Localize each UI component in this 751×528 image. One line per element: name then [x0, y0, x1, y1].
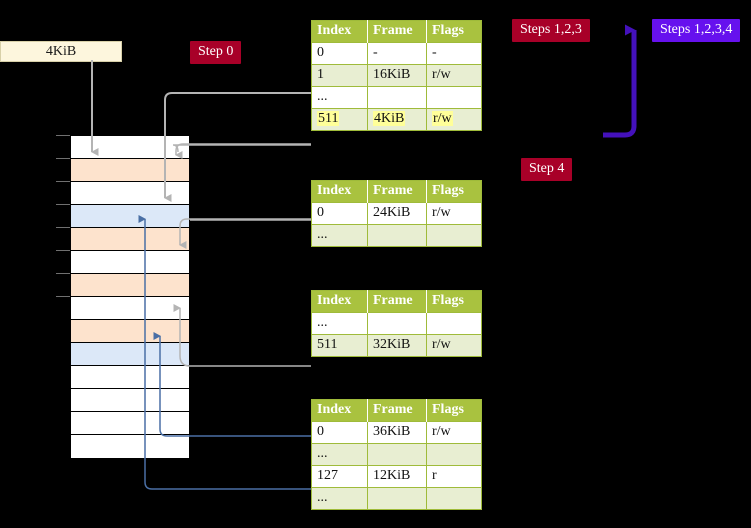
cell-index: 1 — [311, 64, 368, 87]
column-header-flags: Flags — [426, 20, 482, 43]
steps123-badge: Steps 1,2,3 — [512, 19, 590, 42]
memory-frame-6 — [71, 274, 189, 297]
memory-frame-10 — [71, 366, 189, 389]
cell-index: 511 — [311, 334, 368, 357]
cell-frame: 32KiB — [367, 334, 427, 357]
column-header-index: Index — [311, 180, 368, 203]
cell-flags: r/w — [426, 202, 482, 225]
column-header-frame: Frame — [367, 290, 427, 313]
step4-badge: Step 4 — [521, 158, 573, 181]
memory-frame-11 — [71, 389, 189, 412]
column-header-flags: Flags — [426, 180, 482, 203]
table-row: ... — [311, 443, 482, 466]
table-row: ... — [311, 224, 482, 247]
table-row: ... — [311, 487, 482, 510]
memory-tick-5 — [56, 250, 70, 251]
memory-frame-0 — [71, 136, 189, 159]
connector-memory-to-pd — [173, 304, 311, 367]
memory-tick-7 — [56, 296, 70, 297]
cell-frame: 16KiB — [367, 64, 427, 87]
memory-tick-3 — [56, 204, 70, 205]
cell-flags: r — [426, 465, 482, 488]
cell-index: 127 — [311, 465, 368, 488]
cell-frame — [367, 224, 427, 247]
connector-branch-row2 — [175, 143, 311, 159]
cell-frame: 12KiB — [367, 465, 427, 488]
connector-steps-loop-arrow — [603, 24, 637, 138]
memory-frame-3 — [71, 205, 189, 228]
table-row: ... — [311, 312, 482, 335]
physical-memory-column — [70, 135, 190, 458]
memory-tick-4 — [56, 227, 70, 228]
cell-flags — [426, 487, 482, 510]
table-row: 0-- — [311, 42, 482, 65]
cell-index: 0 — [311, 202, 368, 225]
cell-index: 511 — [311, 108, 368, 131]
cell-flags — [426, 443, 482, 466]
cell-frame: 24KiB — [367, 202, 427, 225]
memory-frame-9 — [71, 343, 189, 366]
memory-frame-7 — [71, 297, 189, 320]
memory-tick-0 — [56, 135, 70, 136]
cell-flags: r/w — [426, 64, 482, 87]
memory-frame-12 — [71, 412, 189, 435]
cell-index: ... — [311, 86, 368, 109]
memory-frame-1 — [71, 159, 189, 182]
cell-flags: - — [426, 42, 482, 65]
memory-frame-4 — [71, 228, 189, 251]
cell-flags: r/w — [426, 421, 482, 444]
column-header-index: Index — [311, 20, 368, 43]
memory-frame-5 — [71, 251, 189, 274]
cell-flags — [426, 86, 482, 109]
column-header-frame: Frame — [367, 399, 427, 422]
column-header-flags: Flags — [426, 399, 482, 422]
cell-flags: r/w — [426, 334, 482, 357]
cell-index: ... — [311, 224, 368, 247]
memory-frame-8 — [71, 320, 189, 343]
column-header-index: Index — [311, 290, 368, 313]
cell-flags — [426, 224, 482, 247]
cell-frame — [367, 443, 427, 466]
cell-frame: - — [367, 42, 427, 65]
size-label-4kib: 4KiB — [0, 41, 122, 62]
cell-index: ... — [311, 443, 368, 466]
column-header-frame: Frame — [367, 20, 427, 43]
cell-index: 0 — [311, 42, 368, 65]
memory-tick-1 — [56, 158, 70, 159]
column-header-flags: Flags — [426, 290, 482, 313]
cell-index: ... — [311, 487, 368, 510]
cell-frame: 36KiB — [367, 421, 427, 444]
cell-frame — [367, 312, 427, 335]
table-row: ... — [311, 86, 482, 109]
cell-frame — [367, 86, 427, 109]
memory-frame-2 — [71, 182, 189, 205]
cell-frame — [367, 487, 427, 510]
cell-frame: 4KiB — [367, 108, 427, 131]
cell-index: 0 — [311, 421, 368, 444]
steps1234-badge: Steps 1,2,3,4 — [652, 19, 741, 42]
memory-tick-6 — [56, 273, 70, 274]
connector-pdpt-to-memory — [179, 218, 311, 249]
cell-flags — [426, 312, 482, 335]
column-header-frame: Frame — [367, 180, 427, 203]
memory-frame-13 — [71, 435, 189, 458]
column-header-index: Index — [311, 399, 368, 422]
cell-flags: r/w — [426, 108, 482, 131]
cell-index: ... — [311, 312, 368, 335]
memory-tick-2 — [56, 181, 70, 182]
step0-badge: Step 0 — [190, 41, 242, 64]
